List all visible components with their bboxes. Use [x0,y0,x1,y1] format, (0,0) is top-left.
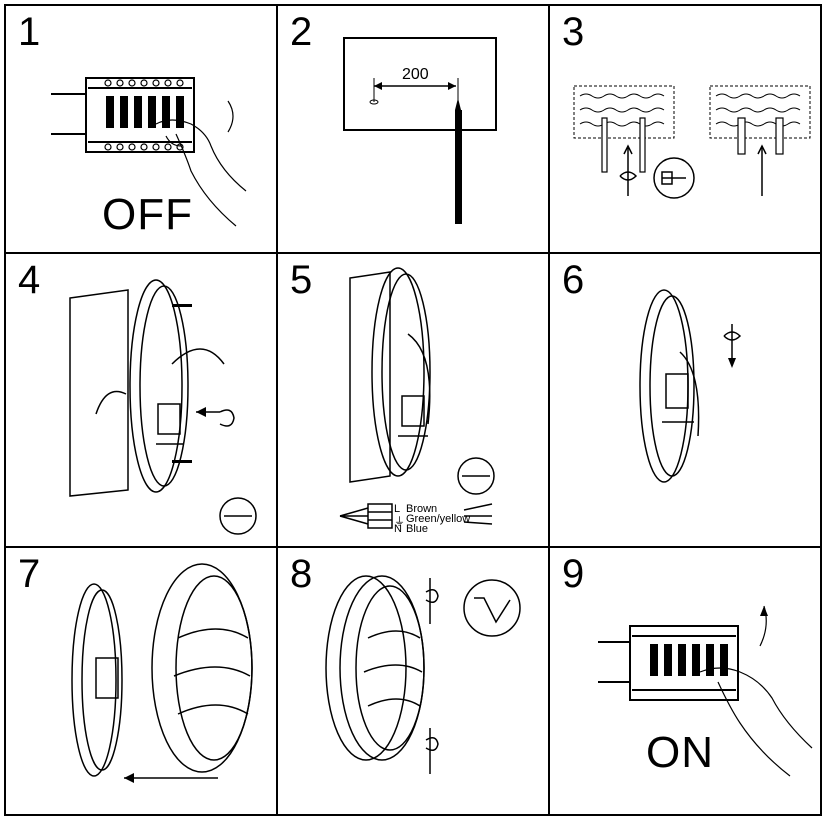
step-9-number: 9 [562,552,585,596]
drill-template-illustration [343,37,497,224]
off-label: OFF [102,190,193,239]
tighten-illustration [639,289,742,483]
wire-terminal-ground: ⏚ [394,516,405,528]
attach-cover-illustration [71,563,253,783]
step-4-number: 4 [18,258,41,302]
step-8-panel: 8 [276,546,550,816]
instruction-grid: 1 OFF 2 [4,4,822,816]
step-5-panel: 5 L Brown ⏚ [276,252,550,548]
wire-terminal-l: L [394,503,401,515]
secure-cover-illustration [325,575,521,774]
step-7-panel: 7 [4,546,278,816]
step-1-number: 1 [18,10,41,54]
step-3-number: 3 [562,10,585,54]
wire-color-green-yellow: Green/yellow [406,513,471,525]
step-7-number: 7 [18,552,41,596]
step-8-number: 8 [290,552,313,596]
step-9-panel: 9 ON [548,546,822,816]
step-6-panel: 6 [548,252,822,548]
step-4-panel: 4 [4,252,278,548]
mount-base-illustration [69,279,257,535]
wire-color-brown: Brown [406,503,438,515]
step-2-number: 2 [290,10,313,54]
wire-terminal-n: N [394,523,402,535]
step-5-number: 5 [290,258,313,302]
step-2-panel: 2 200 [276,4,550,254]
wire-color-blue: Blue [406,523,429,535]
step-1-panel: 1 OFF [4,4,278,254]
on-label: ON [646,728,714,777]
wire-connection-illustration [339,267,495,529]
step-6-number: 6 [562,258,585,302]
breaker-off-illustration [51,77,247,227]
step-3-panel: 3 [548,4,822,254]
breaker-on-illustration [598,605,813,777]
dimension-label: 200 [402,66,429,83]
wall-plug-illustration [573,85,811,199]
